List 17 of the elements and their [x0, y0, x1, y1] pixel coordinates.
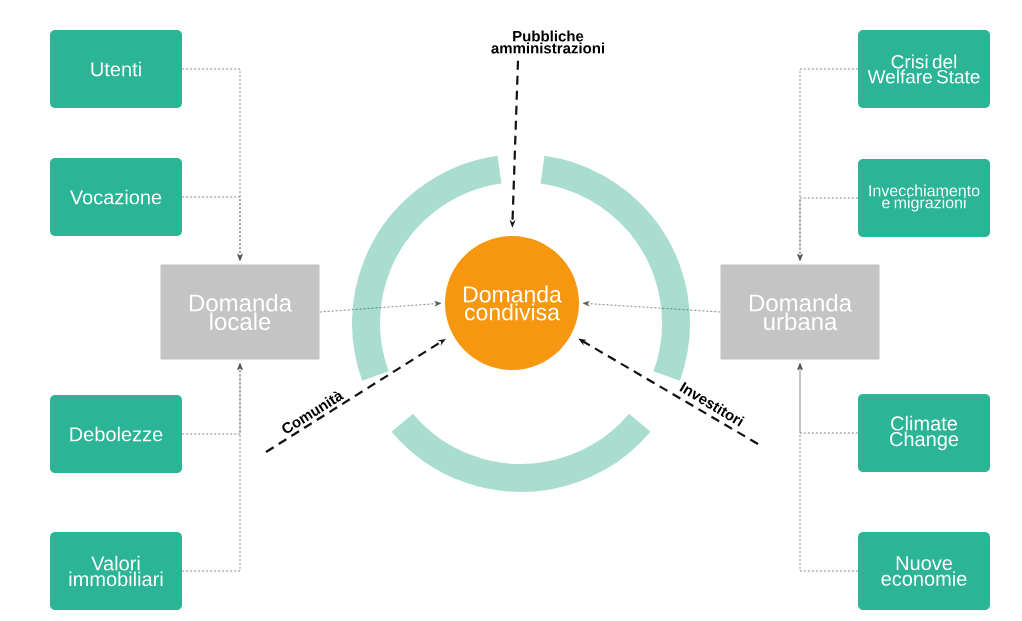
cause-box: Crisi del Welfare State [858, 30, 990, 108]
connector-arrow [319, 301, 442, 313]
demand-box: Domanda locale [160, 264, 320, 360]
connector-arrow [181, 196, 243, 261]
cause-box: Valori immobiliari [50, 532, 182, 610]
actor-label: Pubbliche amministrazioni [491, 30, 605, 54]
demand-box: Domanda urbana [720, 264, 880, 360]
connector-arrow [582, 301, 721, 313]
cause-box: Utenti [50, 30, 182, 108]
cause-box: Climate Change [858, 394, 990, 472]
connector-arrow [797, 197, 859, 261]
cause-box: Invecchiamento e migrazioni [858, 159, 990, 237]
connector-arrow [797, 363, 859, 572]
cause-box: Debolezze [50, 395, 182, 473]
cause-box: Nuove economie [858, 532, 990, 610]
cause-box: Vocazione [50, 158, 182, 236]
connector-arrow [181, 363, 243, 572]
